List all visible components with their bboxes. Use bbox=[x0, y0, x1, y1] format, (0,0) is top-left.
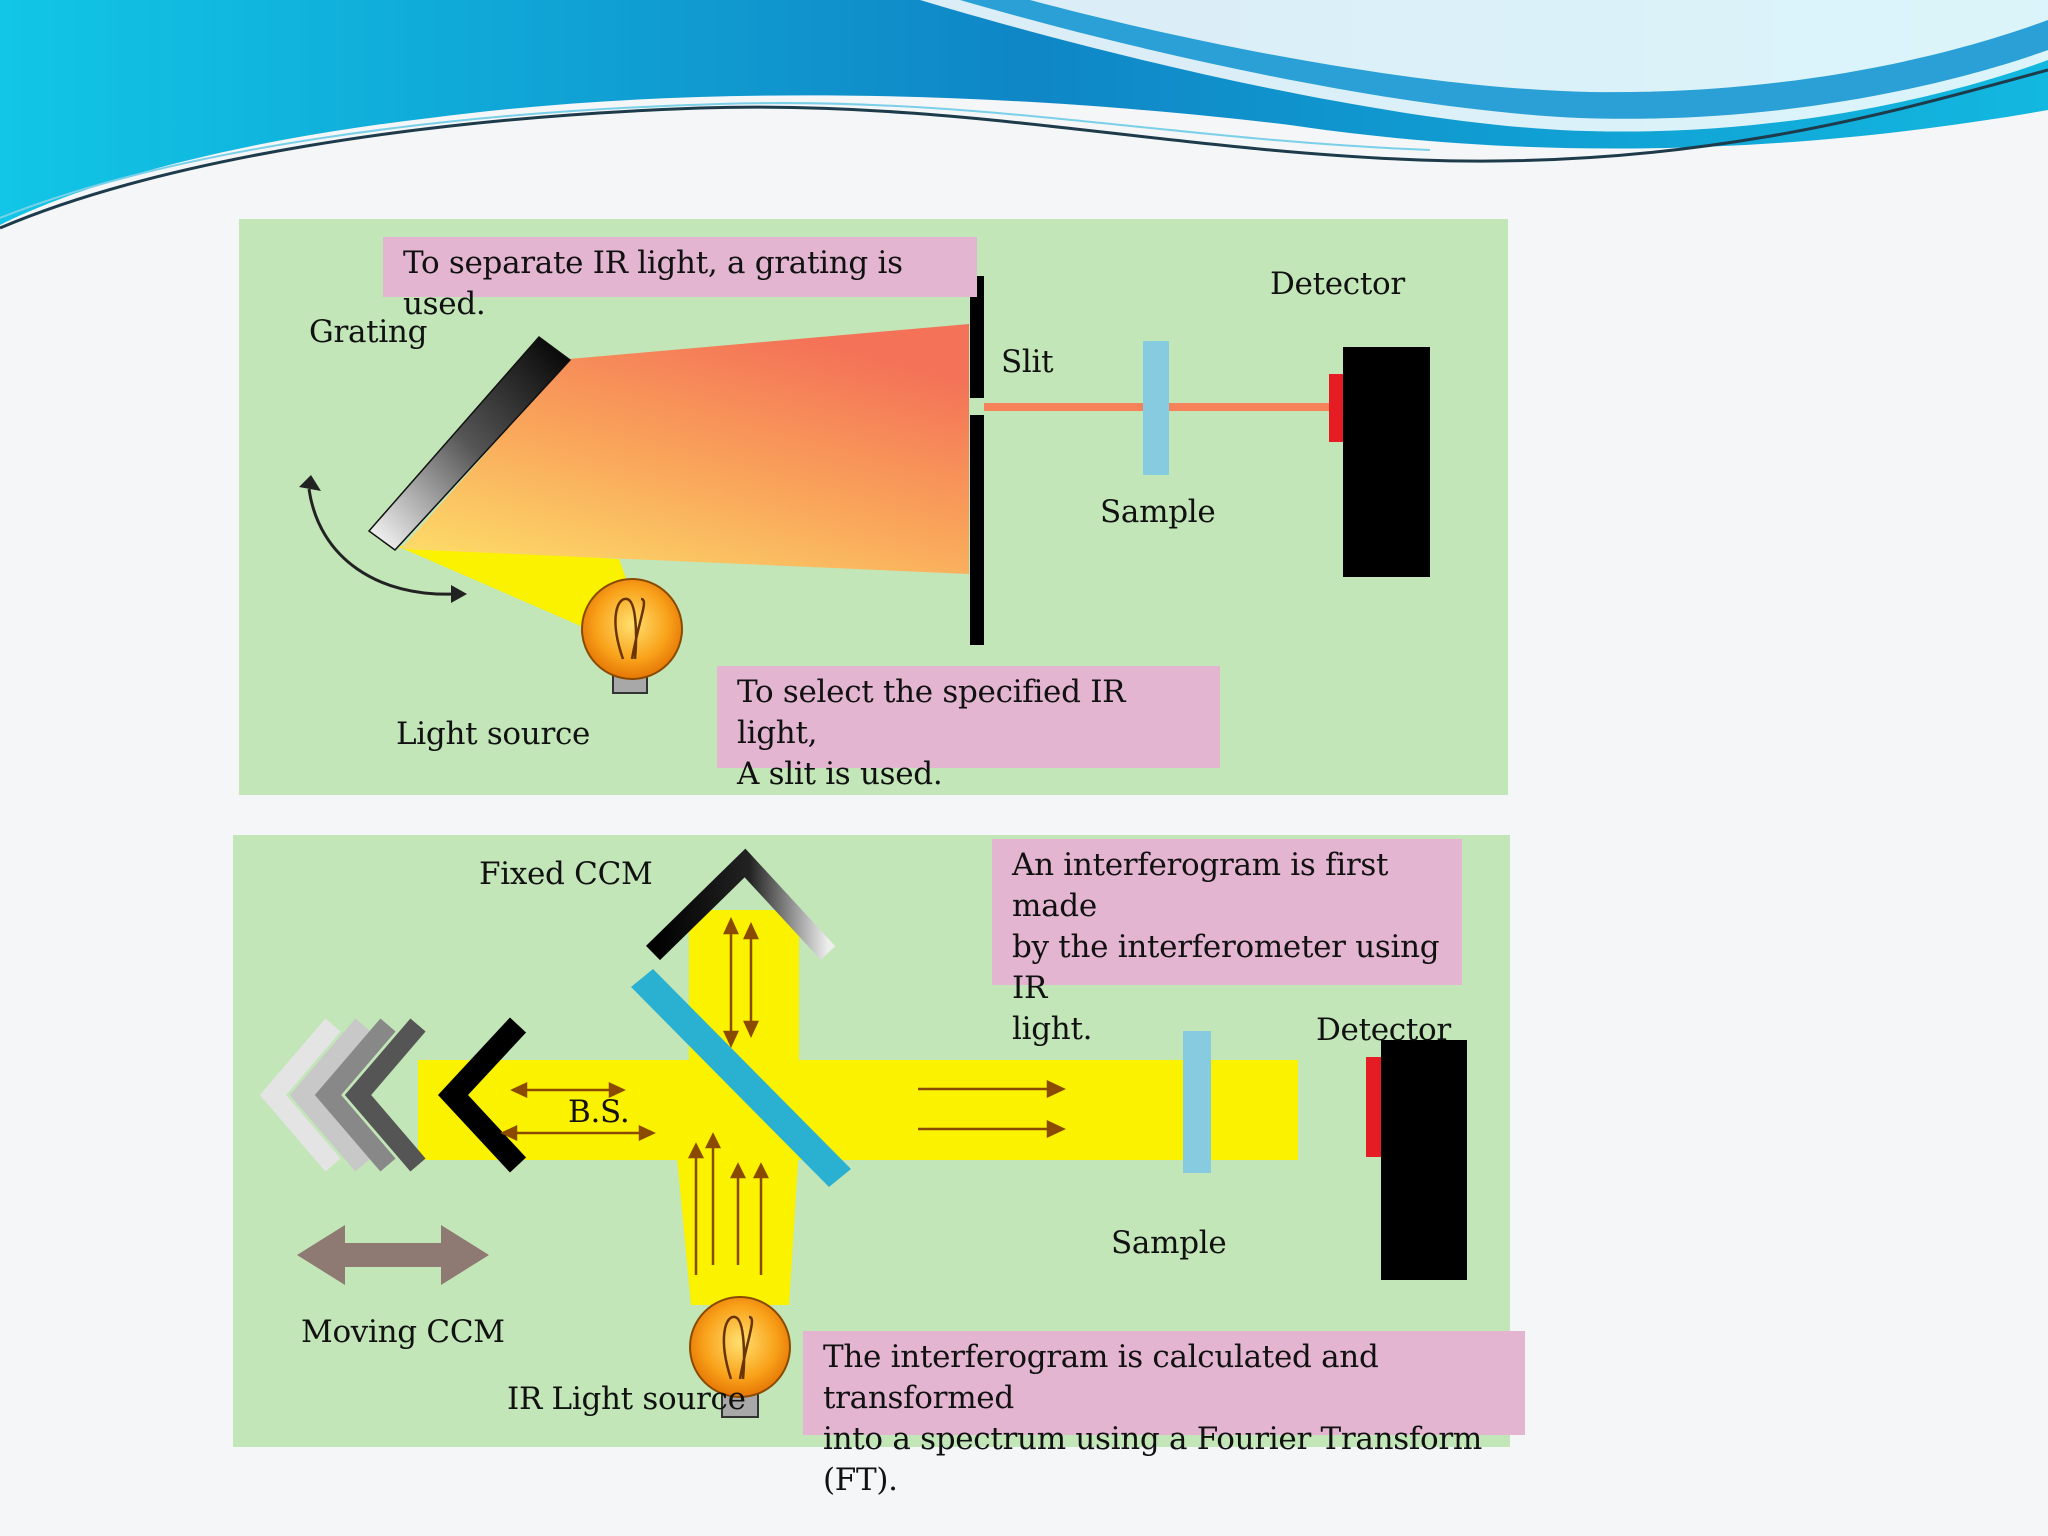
fourier-transform-callout: The interferogram is calculated and tran… bbox=[803, 1331, 1525, 1498]
slit-lower bbox=[970, 415, 984, 645]
interferogram-callout: An interferogram is first made by the in… bbox=[992, 839, 1462, 1047]
moving-ccm-direction-arrow bbox=[297, 1225, 489, 1285]
detector-body bbox=[1343, 347, 1430, 577]
slit-callout: To select the specified IR light, A slit… bbox=[717, 666, 1220, 792]
source-light-beam bbox=[397, 546, 644, 634]
slide-header-wave bbox=[0, 0, 2048, 230]
light-source-label: Light source bbox=[396, 716, 591, 752]
grating-callout: To separate IR light, a grating is used. bbox=[383, 237, 977, 322]
slit-upper bbox=[970, 276, 984, 398]
ftir-detector-label: Detector bbox=[1316, 1012, 1451, 1048]
ftir-detector-sensor bbox=[1366, 1057, 1381, 1157]
grating-mirror bbox=[367, 335, 572, 552]
ftir-detector-body bbox=[1381, 1040, 1467, 1280]
ftir-sample-label: Sample bbox=[1111, 1225, 1227, 1261]
ftir-diagram bbox=[259, 848, 1467, 1418]
detector-label: Detector bbox=[1270, 266, 1405, 302]
ir-light-source-label: IR Light source bbox=[507, 1381, 746, 1417]
fixed-ccm-label: Fixed CCM bbox=[479, 856, 653, 892]
moving-ccm-mirror bbox=[437, 1017, 527, 1173]
moving-ccm-label: Moving CCM bbox=[301, 1314, 505, 1350]
beam-splitter bbox=[631, 969, 851, 1187]
sample-label: Sample bbox=[1100, 494, 1216, 530]
ftir-sample-plate bbox=[1183, 1031, 1211, 1173]
ir-light-bulb bbox=[689, 1296, 791, 1398]
ftir-beam-horizontal bbox=[418, 1060, 1298, 1160]
detector-sensor bbox=[1329, 374, 1343, 442]
grating-rotation-arrow bbox=[307, 488, 455, 596]
dispersed-light-fan bbox=[401, 324, 969, 574]
grating-label: Grating bbox=[309, 314, 428, 350]
ftir-panel: Fixed CCM An interferogram is first made… bbox=[233, 835, 1525, 1498]
dispersive-ir-diagram bbox=[299, 276, 1430, 694]
light-bulb bbox=[581, 578, 683, 680]
sample-plate bbox=[1143, 341, 1169, 475]
fixed-ccm-mirror bbox=[646, 848, 836, 961]
bs-label: B.S. bbox=[568, 1094, 630, 1130]
slit-label: Slit bbox=[1001, 344, 1054, 380]
dispersive-ir-panel: To separate IR light, a grating is used.… bbox=[239, 219, 1508, 795]
